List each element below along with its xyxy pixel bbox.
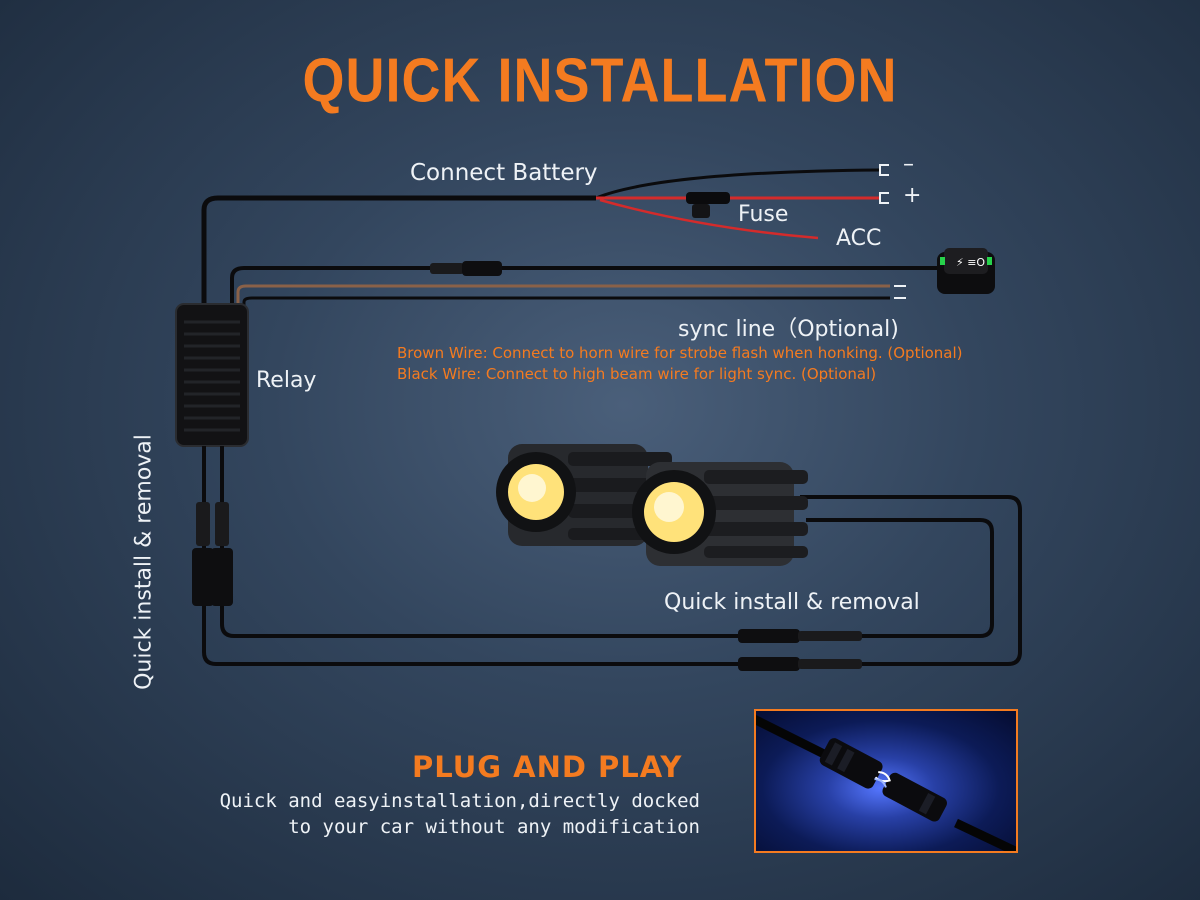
page-title: QUICK INSTALLATION bbox=[302, 46, 898, 116]
black-wire-note: Black Wire: Connect to high beam wire fo… bbox=[397, 365, 877, 383]
connector-closeup-illustration bbox=[756, 714, 1016, 851]
switch-cable-connector bbox=[430, 261, 502, 276]
relay-output-connectors bbox=[192, 502, 233, 606]
connector-closeup-image bbox=[754, 709, 1018, 853]
quick-install-lights-label: Quick install & removal bbox=[664, 590, 920, 615]
pod-light-front bbox=[632, 462, 808, 566]
black-sync-wire bbox=[242, 296, 890, 312]
acc-label: ACC bbox=[836, 226, 882, 251]
quick-install-vertical-label: Quick install & removal bbox=[131, 434, 157, 690]
battery-cable bbox=[201, 195, 596, 312]
svg-text:⚡ ≡O: ⚡ ≡O bbox=[956, 256, 985, 269]
plug-and-play-line1: Quick and easyinstallation,directly dock… bbox=[219, 790, 700, 812]
acc-wire bbox=[599, 198, 819, 240]
plug-and-play-heading: PLUG AND PLAY bbox=[412, 750, 683, 784]
fuse-holder bbox=[686, 192, 730, 218]
brown-sync-wire bbox=[236, 284, 890, 312]
negative-terminal bbox=[879, 164, 889, 176]
positive-terminal bbox=[879, 192, 889, 204]
switch-cable bbox=[230, 266, 940, 310]
light-cable-connectors bbox=[738, 629, 862, 671]
negative-wire bbox=[595, 168, 881, 200]
light-cable-outer bbox=[202, 446, 1022, 666]
positive-terminal-label: + bbox=[903, 183, 922, 208]
rocker-switch: ⚡ ≡O bbox=[937, 248, 995, 294]
sync-line-label: sync line（Optional) bbox=[678, 317, 899, 342]
brown-wire-note: Brown Wire: Connect to horn wire for str… bbox=[397, 344, 963, 362]
connect-battery-label: Connect Battery bbox=[410, 160, 598, 186]
plug-and-play-line2: to your car without any modification bbox=[288, 816, 700, 838]
relay-label: Relay bbox=[256, 368, 317, 393]
fuse-label: Fuse bbox=[738, 202, 789, 227]
light-cable-inner bbox=[220, 446, 994, 638]
pod-light-rear bbox=[496, 444, 672, 546]
negative-terminal-label: – bbox=[903, 152, 914, 177]
relay-box bbox=[175, 303, 249, 447]
sync-wire-ends bbox=[894, 285, 906, 299]
